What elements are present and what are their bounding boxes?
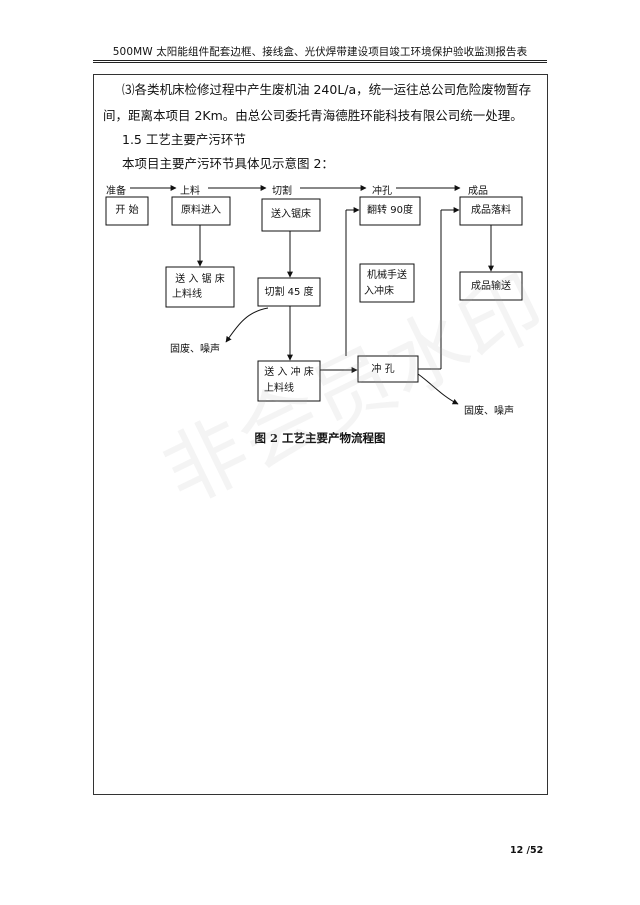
stage-label-product: 成品 bbox=[468, 186, 488, 197]
report-header-title: 500MW 太阳能组件配套边框、接线盒、光伏焊带建设项目竣工环境保护验收监测报告… bbox=[112, 46, 528, 58]
label-robot-1: 机械手送 bbox=[367, 270, 407, 281]
paragraph-line-1: ⑶各类机床检修过程中产生废机油 240L/a，统一运往总公司危险废物暂存 bbox=[122, 82, 532, 97]
paragraph-line-2: 间，距离本项目 2Km。由总公司委托青海德胜环能科技有限公司统一处理。 bbox=[103, 108, 523, 123]
label-saw-feed-line-1: 送 入 锯 床 bbox=[175, 274, 225, 285]
waste-label-punch: 固废、噪声 bbox=[464, 406, 514, 417]
label-cut45: 切割 45 度 bbox=[264, 287, 314, 298]
label-feed-saw: 送入锯床 bbox=[271, 209, 311, 220]
waste-arrow-punch bbox=[417, 373, 459, 405]
box-flip bbox=[359, 196, 421, 226]
figure-caption: 图 2 工艺主要产物流程图 bbox=[254, 431, 386, 445]
stage-label-load: 上料 bbox=[180, 186, 200, 197]
label-product-transport: 成品输送 bbox=[471, 281, 511, 292]
header-rule-top bbox=[93, 60, 547, 61]
label-punch: 冲 孔 bbox=[371, 364, 395, 375]
box-punch-feed-line bbox=[257, 360, 321, 402]
label-saw-feed-line-2: 上料线 bbox=[172, 289, 202, 300]
box-start bbox=[105, 196, 149, 226]
page-number: 12 /52 bbox=[510, 845, 544, 856]
label-punch-feed-line-2: 上料线 bbox=[264, 383, 294, 394]
label-start: 开 始 bbox=[115, 205, 139, 216]
content-frame bbox=[93, 74, 548, 795]
waste-label-cut: 固废、噪声 bbox=[170, 344, 220, 355]
label-raw-material: 原料进入 bbox=[181, 205, 221, 216]
label-product-drop: 成品落料 bbox=[471, 205, 511, 216]
section-heading: 1.5 工艺主要产污环节 bbox=[122, 132, 246, 147]
box-feed-saw bbox=[261, 198, 321, 232]
box-saw-feed-line bbox=[165, 266, 235, 308]
waste-arrow-cut bbox=[225, 307, 269, 343]
label-flip: 翻转 90度 bbox=[367, 205, 413, 216]
header-rule-bottom bbox=[93, 62, 547, 63]
stage-label-cut: 切割 bbox=[272, 186, 292, 197]
box-cut45 bbox=[257, 277, 321, 307]
label-punch-feed-line-1: 送 入 冲 床 bbox=[264, 367, 314, 378]
box-product-transport bbox=[459, 271, 523, 301]
label-robot-2: 入冲床 bbox=[364, 286, 394, 297]
flowchart-intro: 本项目主要产污环节具体见示意图 2： bbox=[122, 156, 334, 171]
stage-label-punch: 冲孔 bbox=[372, 186, 392, 197]
box-robot-feed bbox=[359, 263, 415, 303]
box-raw-material bbox=[171, 196, 231, 226]
stage-label-prepare: 准备 bbox=[106, 186, 126, 197]
